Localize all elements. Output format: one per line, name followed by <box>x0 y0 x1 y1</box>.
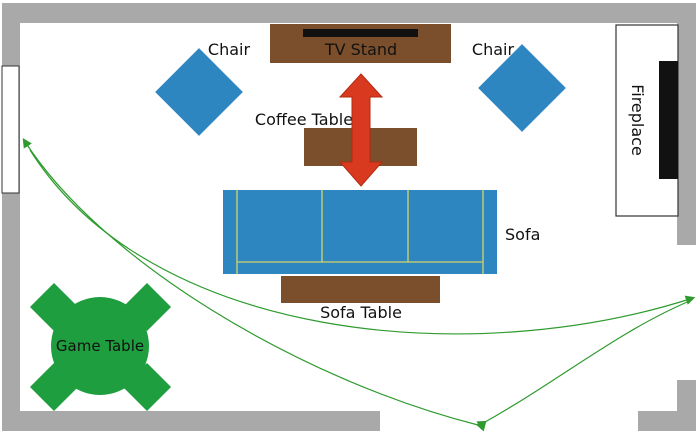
wall-right-upper <box>677 3 696 245</box>
window-left <box>1 65 20 194</box>
sofa-table: Sofa Table <box>281 276 440 322</box>
tv-screen <box>303 29 418 37</box>
sofa-label: Sofa <box>505 225 540 244</box>
sofa: Sofa <box>223 190 540 274</box>
chair-right: Chair <box>472 40 566 132</box>
wall-top <box>2 3 696 23</box>
chair-left: Chair <box>155 40 250 136</box>
tv-stand: TV Stand <box>270 24 451 63</box>
chair-right-label: Chair <box>472 40 515 59</box>
coffee-table-label: Coffee Table <box>255 110 353 129</box>
traffic-path-left-to-bottom <box>22 137 487 432</box>
sofa-table-label: Sofa Table <box>320 303 402 322</box>
wall-bottom-left <box>2 411 380 431</box>
sofa-table-top <box>281 276 440 303</box>
fireplace-hearth <box>659 61 678 179</box>
coffee-table: Coffee Table <box>255 110 417 166</box>
fireplace: Fireplace <box>615 24 679 217</box>
traffic-path-bottom-to-right <box>476 299 693 430</box>
wall-bottom-right <box>638 411 696 431</box>
curved-arrow-icon <box>22 137 696 432</box>
game-table-label: Game Table <box>56 337 144 355</box>
fireplace-label: Fireplace <box>628 84 647 156</box>
game-table: Game Table <box>29 282 172 412</box>
chair-left-label: Chair <box>208 40 251 59</box>
traffic-path-left-to-right <box>29 149 696 335</box>
chair-left-seat <box>155 48 243 136</box>
tv-stand-label: TV Stand <box>324 40 397 59</box>
